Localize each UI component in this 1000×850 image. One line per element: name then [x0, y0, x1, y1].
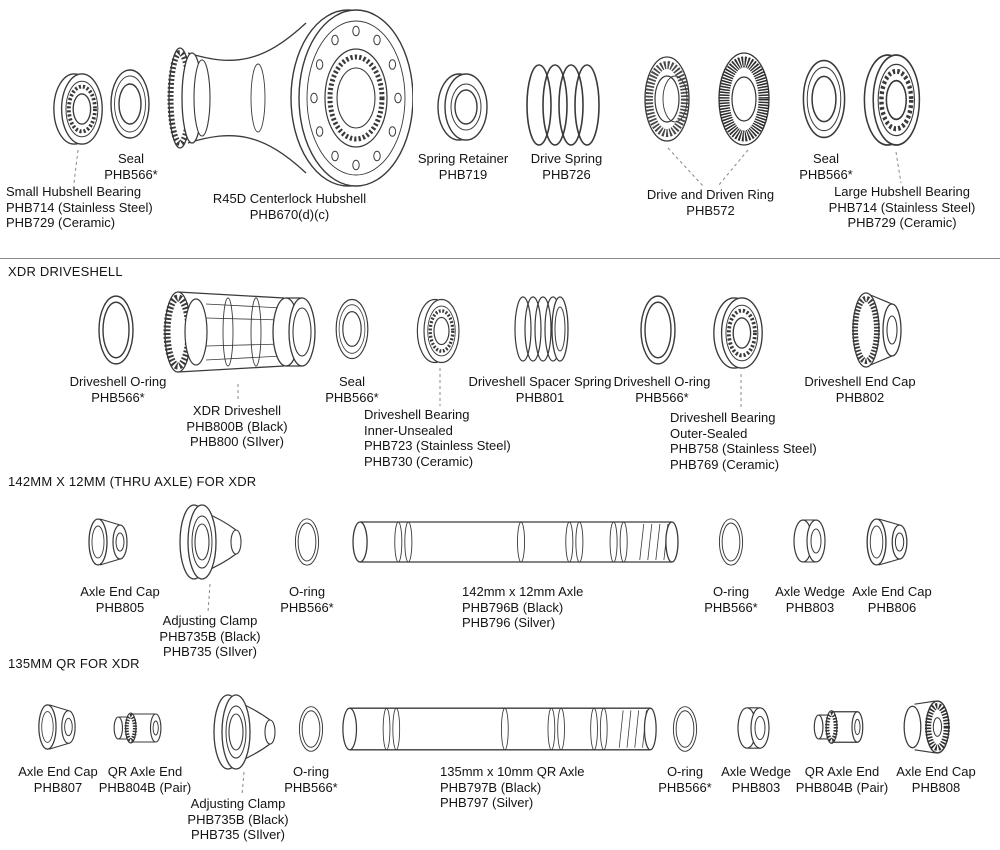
axle-end-cap-808-label: Axle End Cap PHB808	[896, 764, 976, 795]
oring-142-left-illustration	[292, 516, 322, 568]
qr-axle-end-2-illustration	[810, 702, 866, 752]
drive-ring-illustration	[640, 52, 702, 146]
axle-wedge-1-illustration	[790, 516, 830, 566]
oring-142-right-label: O-ring PHB566*	[704, 584, 758, 615]
adjusting-clamp-1-label: Adjusting Clamp PHB735B (Black) PHB735 (…	[159, 613, 261, 659]
driveshell-bearing-outer-label: Driveshell Bearing Outer-Sealed PHB758 (…	[670, 410, 817, 472]
seal-left-illustration	[106, 66, 154, 142]
oring-135-right-illustration	[670, 704, 700, 754]
adjusting-clamp-2-illustration	[210, 692, 280, 772]
drive-and-driven-ring-label: Drive and Driven Ring PHB572	[646, 187, 775, 218]
spring-retainer-illustration	[434, 70, 492, 144]
driveshell-seal-illustration	[332, 296, 372, 362]
oring-135-left-label: O-ring PHB566*	[284, 764, 338, 795]
hubshell-label: R45D Centerlock Hubshell PHB670(d)(c)	[212, 191, 367, 222]
driveshell-end-cap-illustration	[850, 290, 906, 370]
seal-right-illustration	[798, 56, 850, 142]
large-hubshell-bearing-label: Large Hubshell Bearing PHB714 (Stainless…	[828, 184, 976, 230]
axle-end-cap-805-label: Axle End Cap PHB805	[80, 584, 160, 615]
driveshell-seal-label: Seal PHB566*	[325, 374, 379, 405]
oring-142-left-label: O-ring PHB566*	[280, 584, 334, 615]
seal-left-label: Seal PHB566*	[104, 151, 158, 182]
axle-142-illustration	[350, 516, 682, 568]
driveshell-oring-1-label: Driveshell O-ring PHB566*	[69, 374, 167, 405]
section-title-thru-axle: 142MM X 12MM (THRU AXLE) FOR XDR	[8, 474, 257, 489]
driven-ring-illustration	[714, 50, 782, 148]
section-divider	[0, 258, 1000, 259]
axle-end-cap-807-label: Axle End Cap PHB807	[18, 764, 98, 795]
driveshell-bearing-inner-illustration	[414, 296, 464, 366]
seal-right-label: Seal PHB566*	[799, 151, 853, 182]
driveshell-spacer-spring-label: Driveshell Spacer Spring PHB801	[468, 374, 612, 405]
driveshell-spacer-spring-illustration	[510, 292, 572, 366]
axle-end-cap-805-illustration	[86, 516, 130, 568]
driveshell-bearing-outer-illustration	[710, 294, 768, 372]
spring-retainer-label: Spring Retainer PHB719	[417, 151, 509, 182]
axle-wedge-2-label: Axle Wedge PHB803	[721, 764, 791, 795]
oring-135-right-label: O-ring PHB566*	[658, 764, 712, 795]
small-hubshell-bearing-label: Small Hubshell Bearing PHB714 (Stainless…	[6, 184, 153, 230]
oring-142-right-illustration	[716, 516, 746, 568]
axle-wedge-1-label: Axle Wedge PHB803	[775, 584, 845, 615]
adjusting-clamp-1-illustration	[176, 502, 246, 582]
hubshell-illustration	[158, 5, 413, 190]
driveshell-oring-2-illustration	[636, 292, 680, 368]
qr-axle-end-2-label: QR Axle End PHB804B (Pair)	[795, 764, 889, 795]
axle-142-label: 142mm x 12mm Axle PHB796B (Black) PHB796…	[462, 584, 584, 630]
qr-axle-end-1-label: QR Axle End PHB804B (Pair)	[98, 764, 192, 795]
oring-135-left-illustration	[296, 704, 326, 754]
xdr-driveshell-label: XDR Driveshell PHB800B (Black) PHB800 (S…	[186, 403, 288, 449]
axle-wedge-2-illustration	[734, 704, 774, 752]
large-hubshell-bearing-illustration	[860, 50, 926, 150]
drive-spring-illustration	[522, 60, 604, 150]
axle-end-cap-807-illustration	[36, 702, 78, 752]
section-title-xdr-driveshell: XDR DRIVESHELL	[8, 264, 123, 279]
drive-spring-label: Drive Spring PHB726	[530, 151, 603, 182]
xdr-driveshell-illustration	[156, 282, 321, 382]
driveshell-oring-1-illustration	[94, 292, 138, 368]
qr-axle-end-1-illustration	[110, 705, 164, 751]
axle-135-illustration	[340, 702, 660, 756]
driveshell-bearing-inner-label: Driveshell Bearing Inner-Unsealed PHB723…	[364, 407, 511, 469]
driveshell-end-cap-label: Driveshell End Cap PHB802	[804, 374, 916, 405]
axle-end-cap-806-illustration	[864, 516, 910, 568]
section-title-qr: 135MM QR FOR XDR	[8, 656, 140, 671]
axle-end-cap-806-label: Axle End Cap PHB806	[852, 584, 932, 615]
adjusting-clamp-2-label: Adjusting Clamp PHB735B (Black) PHB735 (…	[187, 796, 289, 842]
driveshell-oring-2-label: Driveshell O-ring PHB566*	[613, 374, 711, 405]
axle-end-cap-808-illustration	[900, 698, 952, 756]
axle-135-label: 135mm x 10mm QR Axle PHB797B (Black) PHB…	[440, 764, 585, 810]
small-hubshell-bearing-illustration	[50, 70, 108, 148]
